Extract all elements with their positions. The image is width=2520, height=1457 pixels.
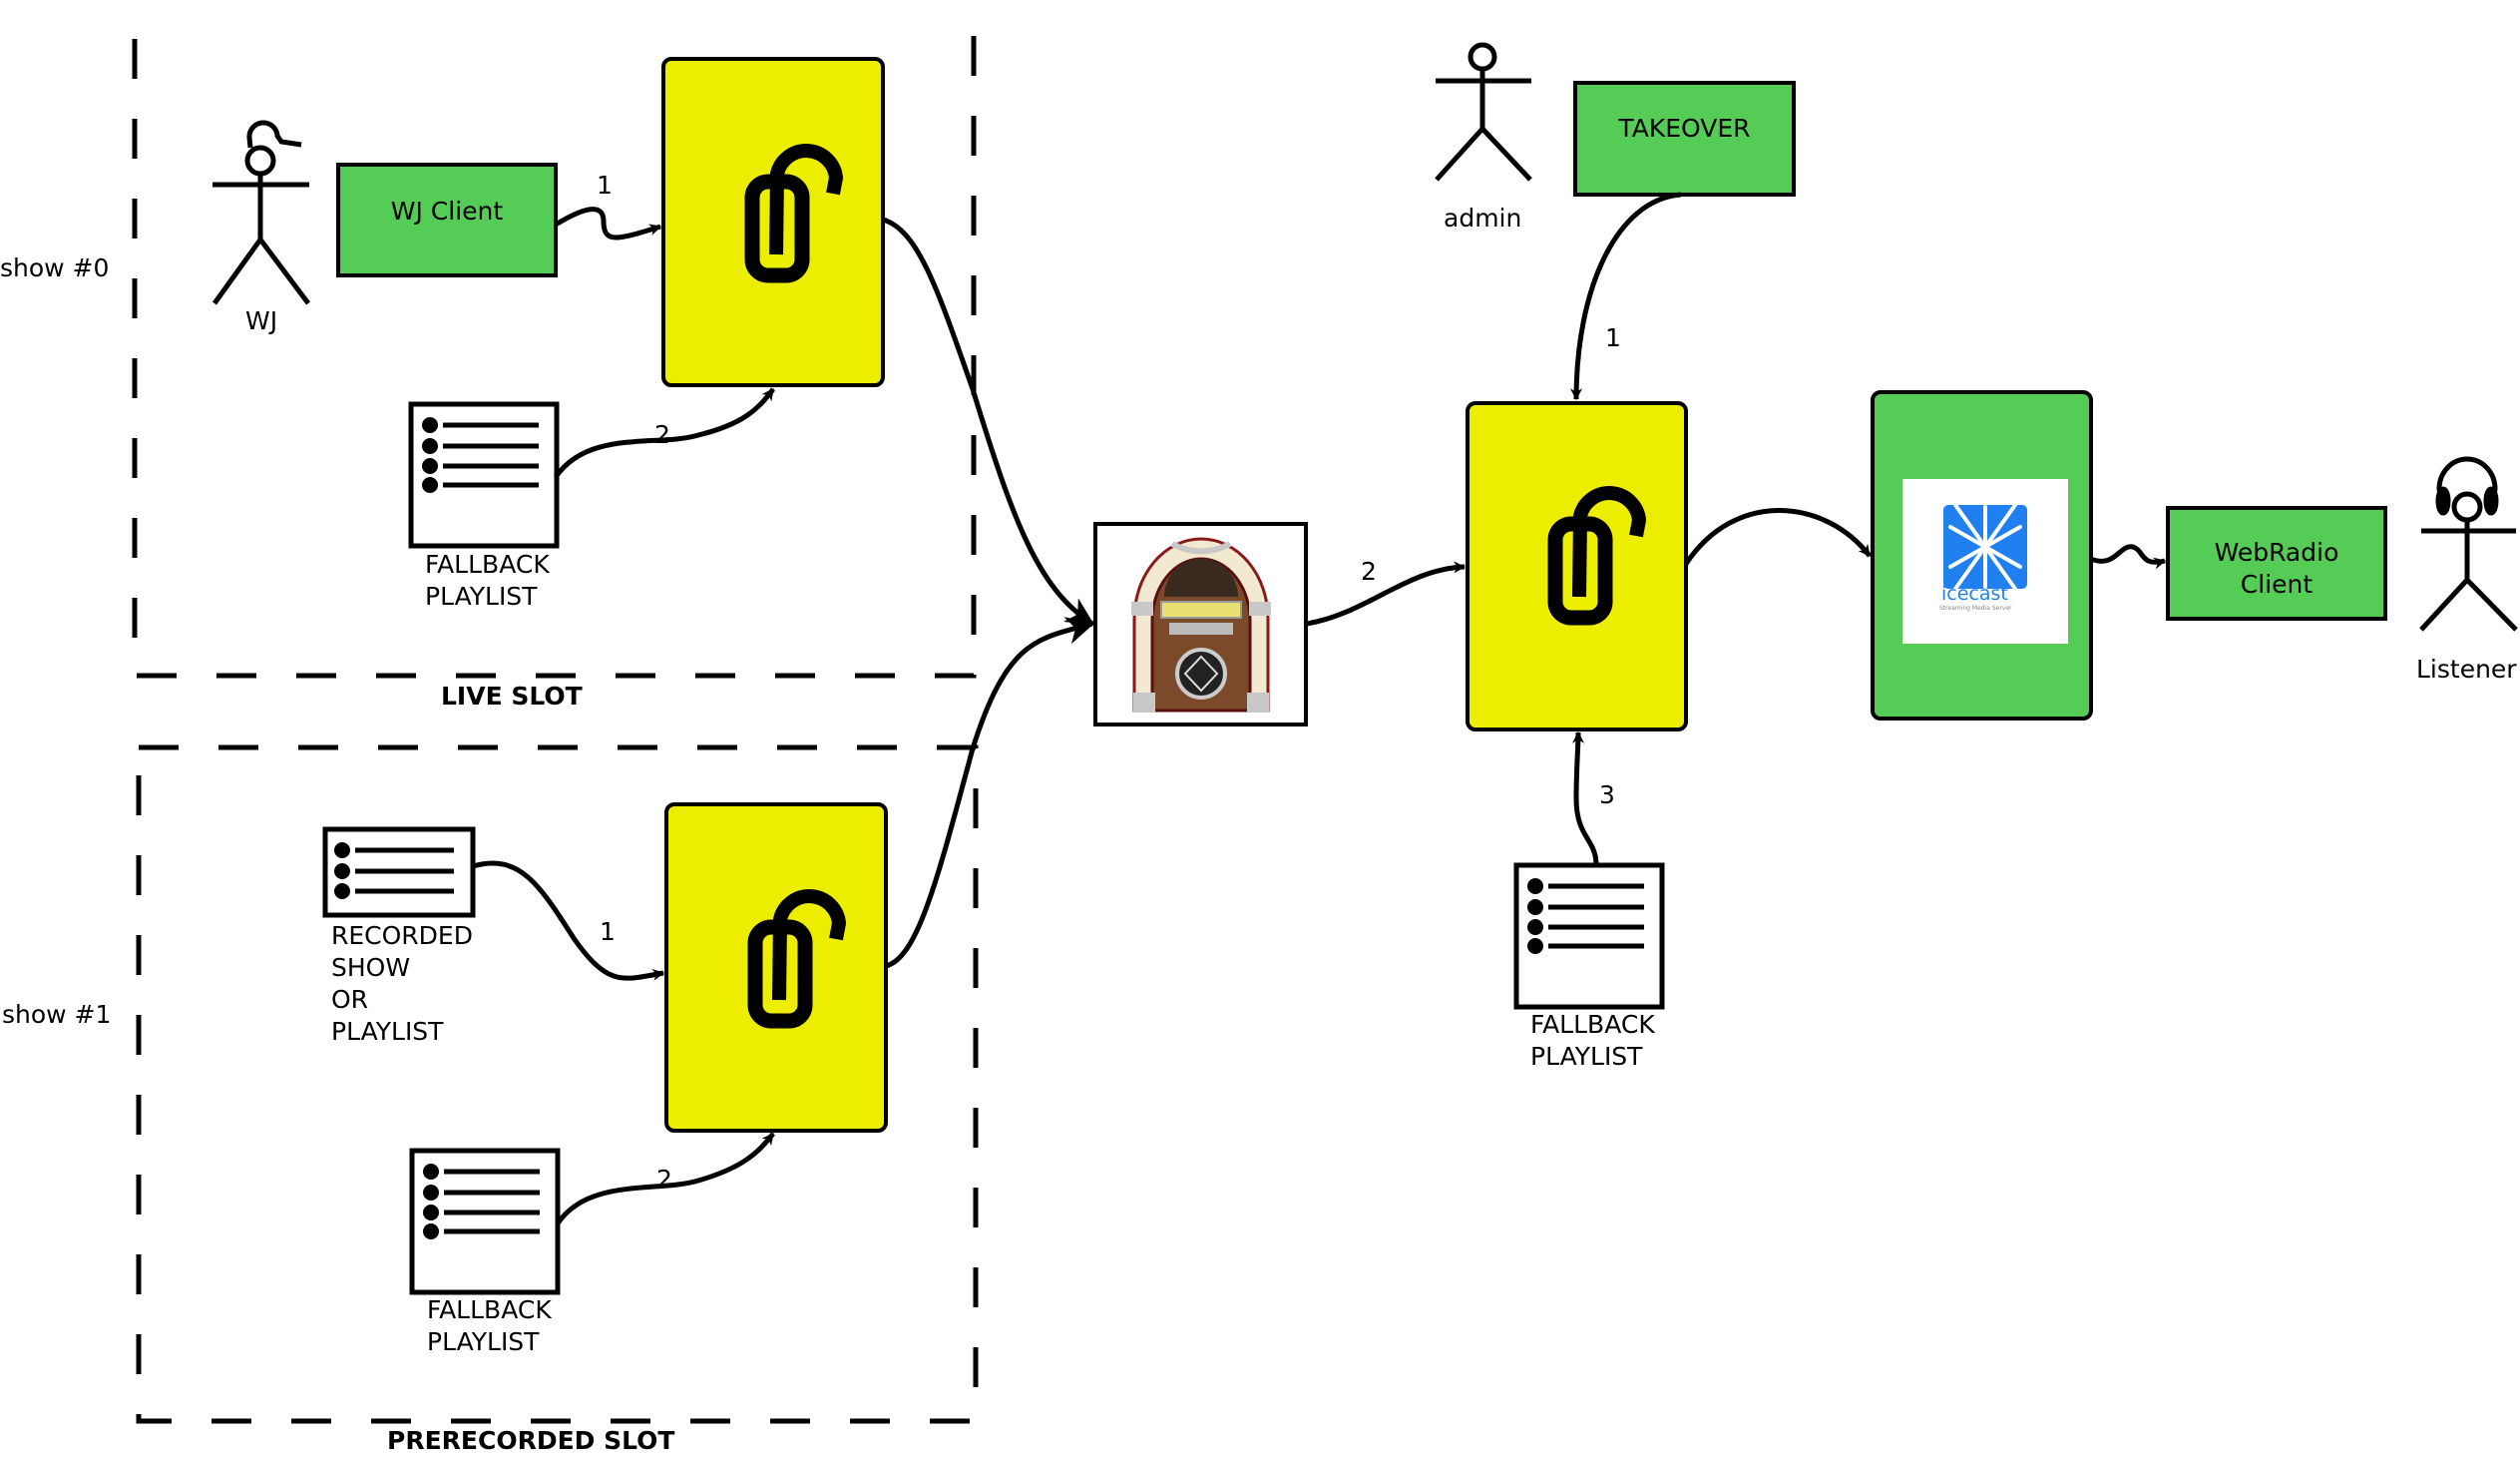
webradio-client-label: WebRadio Client bbox=[2214, 538, 2339, 599]
show-1-label: show #1 bbox=[2, 1000, 112, 1029]
edge-label-takeover: 1 bbox=[1605, 323, 1621, 352]
live-slot-frame bbox=[132, 0, 977, 679]
takeover-box bbox=[1573, 81, 1796, 197]
edge-label-wj-client: 1 bbox=[597, 171, 613, 200]
admin-label: admin bbox=[1444, 204, 1522, 233]
edge-wj-client-to-live-switch bbox=[554, 207, 662, 241]
pre-fallback-playlist-label: FALLBACK PLAYLIST bbox=[427, 1295, 552, 1356]
wj-client-box bbox=[336, 163, 558, 277]
prerecorded-slot-frame bbox=[136, 744, 979, 1424]
playlist-icon bbox=[412, 1151, 558, 1292]
icecast-logo-subtext: Streaming Media Server bbox=[1939, 605, 2012, 612]
icecast-logo-icon bbox=[1943, 503, 2027, 591]
edge-label-recorded: 1 bbox=[600, 917, 616, 946]
edge-label-jukebox: 2 bbox=[1361, 557, 1377, 586]
edge-takeover-to-main-switch bbox=[1570, 192, 1682, 401]
wj-client-label: WJ Client bbox=[390, 197, 504, 226]
wj-actor-icon bbox=[211, 120, 310, 305]
edge-label-main-fallback: 3 bbox=[1599, 780, 1615, 809]
recorded-show-label: RECORDED SHOW OR PLAYLIST bbox=[331, 921, 473, 1046]
listener-label: Listener bbox=[2416, 655, 2517, 684]
playlist-icon bbox=[1516, 865, 1662, 1007]
jukebox-icon bbox=[1093, 522, 1308, 727]
edge-label-pre-fallback: 2 bbox=[656, 1165, 672, 1194]
live-slot-label: LIVE SLOT bbox=[441, 682, 583, 711]
main-fallback-playlist-label: FALLBACK PLAYLIST bbox=[1530, 1010, 1655, 1071]
edge-live-switch-to-jukebox bbox=[882, 217, 1094, 627]
webradio-client-box bbox=[2166, 506, 2387, 621]
listener-actor-icon bbox=[2419, 456, 2518, 632]
wj-label: WJ bbox=[245, 306, 278, 335]
edge-pre-fallback-to-pre-switch bbox=[555, 1132, 775, 1225]
edge-pre-switch-to-jukebox bbox=[885, 617, 1095, 969]
playlist-icon bbox=[411, 404, 557, 546]
edge-main-fallback-to-main-switch bbox=[1571, 730, 1599, 866]
edge-icecast-to-webradio-client bbox=[2090, 544, 2167, 570]
edge-live-fallback-to-live-switch bbox=[553, 387, 775, 479]
edge-jukebox-to-main-switch bbox=[1306, 561, 1467, 627]
edge-main-switch-to-icecast bbox=[1683, 508, 1872, 566]
takeover-label: TAKEOVER bbox=[1618, 114, 1751, 143]
playlist-icon bbox=[322, 826, 476, 918]
icecast-logo-text: icecast bbox=[1941, 583, 2008, 605]
edge-label-live-fallback: 2 bbox=[654, 420, 670, 449]
edge-recorded-to-pre-switch bbox=[472, 860, 665, 981]
live-fallback-playlist-label: FALLBACK PLAYLIST bbox=[425, 550, 550, 611]
admin-actor-icon bbox=[1435, 42, 1532, 182]
show-0-label: show #0 bbox=[0, 253, 110, 282]
prerecorded-slot-label: PRERECORDED SLOT bbox=[387, 1426, 675, 1455]
